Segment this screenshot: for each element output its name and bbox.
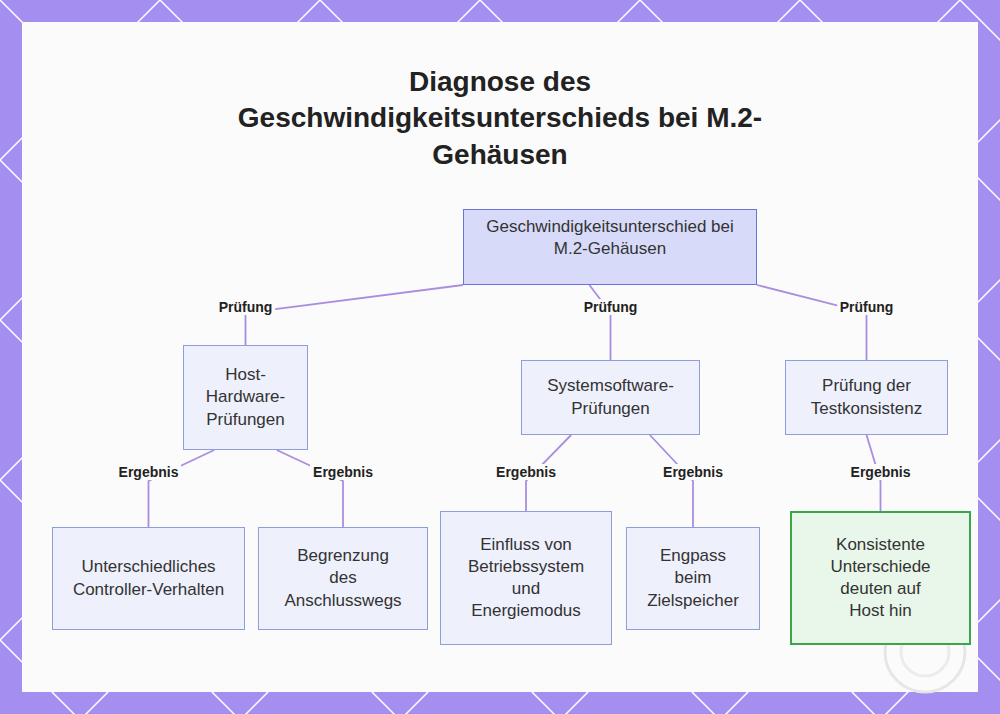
card: [22, 22, 978, 692]
node-label: Prüfung der Testkonsistenz: [806, 375, 927, 419]
connector: [277, 450, 343, 527]
connector: [149, 450, 215, 527]
process-box: Systemsoftware-Prüfungen: [521, 360, 700, 435]
edge-label: Prüfung: [216, 299, 276, 315]
edge-label: Prüfung: [837, 299, 897, 315]
process-box: Konsistente Unterschiede deuten auf Host…: [790, 511, 971, 645]
node-label: Begrenzung des Anschlusswegs: [284, 545, 401, 611]
node-label: Systemsoftware-Prüfungen: [532, 375, 689, 419]
node-label: Host-Hardware-Prüfungen: [190, 364, 301, 430]
edge-label: Prüfung: [581, 299, 641, 315]
edge-label: Ergebnis: [116, 464, 182, 480]
edge-label: Ergebnis: [848, 464, 914, 480]
root-box: Geschwindigkeitsunterschied bei M.2-Gehä…: [463, 209, 757, 285]
process-box: Prüfung der Testkonsistenz: [785, 360, 948, 435]
edge-label: Ergebnis: [310, 464, 376, 480]
node-label: Engpass beim Zielspeicher: [645, 545, 741, 611]
process-box: Host-Hardware-Prüfungen: [183, 345, 308, 450]
process-box: Begrenzung des Anschlusswegs: [258, 527, 428, 630]
diagram-title: Diagnose des Geschwindigkeitsunterschied…: [220, 64, 780, 173]
process-box: Einfluss von Betriebssystem und Energiem…: [440, 511, 612, 645]
node-label: Konsistente Unterschiede deuten auf Host…: [827, 534, 934, 622]
edge-label: Ergebnis: [493, 464, 559, 480]
node-label: Unterschiedliches Controller-Verhalten: [65, 556, 232, 600]
connector: [650, 435, 693, 527]
node-label: Geschwindigkeitsunterschied bei M.2-Gehä…: [476, 216, 744, 260]
process-box: Engpass beim Zielspeicher: [626, 527, 760, 630]
process-box: Unterschiedliches Controller-Verhalten: [52, 527, 245, 630]
connector: [757, 285, 867, 360]
connector: [589, 285, 610, 360]
node-label: Einfluss von Betriebssystem und Energiem…: [455, 534, 597, 622]
connector: [246, 285, 464, 345]
edge-label: Ergebnis: [660, 464, 726, 480]
